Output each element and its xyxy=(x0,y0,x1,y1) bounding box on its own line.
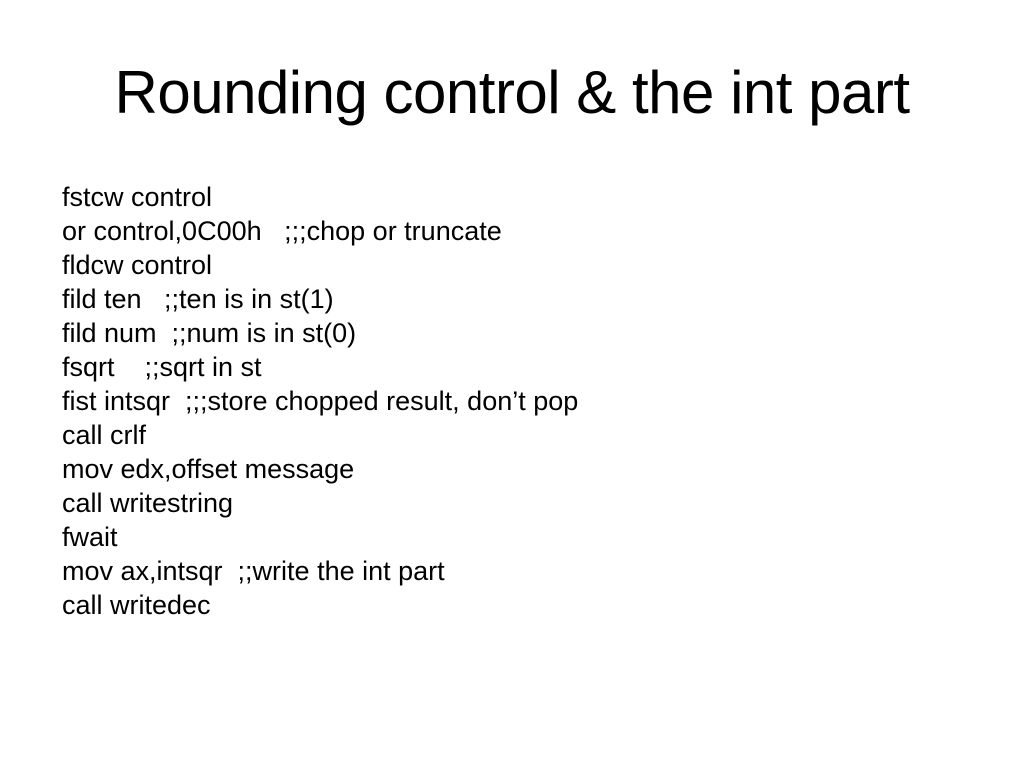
code-line: fldcw control xyxy=(62,250,213,280)
code-line: mov edx,offset message xyxy=(62,454,355,484)
code-line: mov ax,intsqr ;;write the int part xyxy=(62,556,445,586)
slide-title: Rounding control & the int part xyxy=(114,59,911,126)
code-line: call writestring xyxy=(62,488,234,518)
code-block: fstcw control or control,0C00h ;;;chop o… xyxy=(62,180,982,622)
code-line: fist intsqr ;;;store chopped result, don… xyxy=(62,386,579,416)
code-line: or control,0C00h ;;;chop or truncate xyxy=(62,216,502,246)
code-line: fstcw control xyxy=(62,182,213,212)
code-line: fild ten ;;ten is in st(1) xyxy=(62,284,334,314)
code-line: call writedec xyxy=(62,590,211,620)
code-line: call crlf xyxy=(62,420,147,450)
code-line: fild num ;;num is in st(0) xyxy=(62,318,357,348)
code-line: fsqrt ;;sqrt in st xyxy=(62,352,262,382)
code-line: fwait xyxy=(62,522,118,552)
